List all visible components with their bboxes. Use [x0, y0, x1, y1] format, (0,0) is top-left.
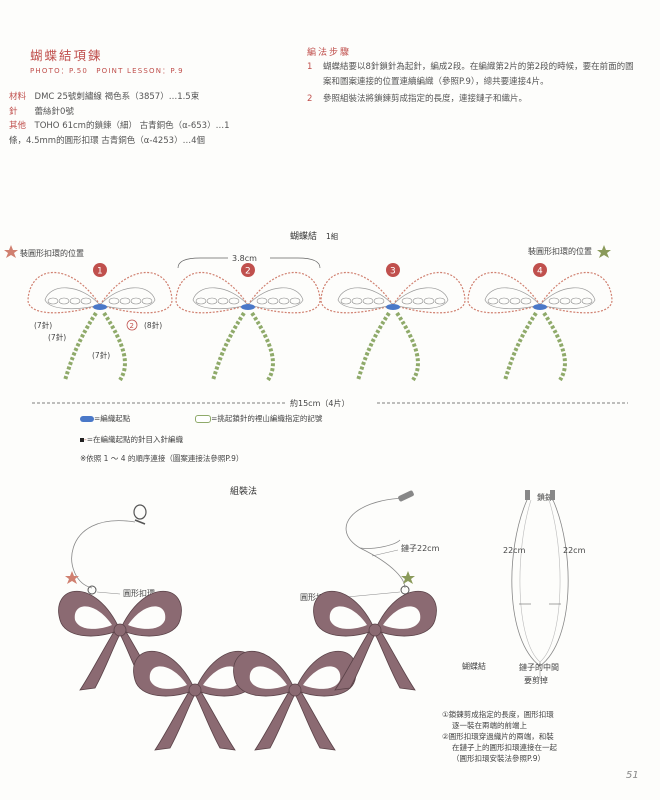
start-point-icon	[80, 416, 94, 422]
steps-heading: 編法步驟	[307, 48, 352, 58]
page-number: 51	[626, 770, 639, 781]
material-other: 其他 TOHO 61cm的鎖鍊（細） 古青銅色（α-653）…1	[9, 121, 230, 131]
bow-chart-2: 2	[175, 263, 321, 382]
material-yarn: 材料 DMC 25號刺繡線 褐色系（3857）…1.5束	[9, 92, 200, 102]
legend-row-2: -=在編織起點的針目入針編織	[80, 434, 183, 445]
photo-reference: PHOTO：P.50 POINT LESSON：P.9	[30, 67, 184, 75]
assembly-bows	[58, 590, 437, 751]
right-ring-icon	[400, 585, 410, 595]
stitch-label-4: (8針)	[144, 320, 162, 330]
chart-title: 蝴蝶結 1組	[290, 232, 339, 242]
legend-row-3: ※依照 1 ～ 4 的順序連接（圖案連接法參照P.9）	[80, 454, 244, 463]
assembly-diagram: 鏈子22cm 圓形扣環 圓形扣環 蝴蝶結 鎖鍊 22cm 22cm 鏈子的中間 …	[58, 490, 586, 751]
right-star-icon	[597, 245, 611, 258]
dim-3-8cm: 3.8cm	[232, 254, 257, 263]
left-ring-icon	[87, 585, 97, 595]
circled-2-label: 2	[130, 322, 134, 330]
left-ring-label: 裝圓形扣環的位置	[20, 248, 84, 258]
crochet-chart: 裝圓形扣環的位置 裝圓形扣環的位置 3.8cm 1 2 3 4 (7針) (7針) (…	[4, 245, 628, 408]
legend-row-1: =編織起點 =挑起鎖針的裡山編織指定的記號	[80, 413, 322, 424]
left-attach-star-icon	[65, 571, 79, 584]
chain-left-end-icon	[525, 490, 530, 500]
back-loop-icon	[195, 415, 212, 423]
bow-chart-1: 1	[27, 263, 173, 382]
arrow-mark-icon	[80, 438, 84, 442]
len-left-label: 22cm	[503, 546, 526, 555]
bow-chart-group: 1 2 3 4	[27, 263, 613, 382]
material-hook: 針 蕾絲針0號	[9, 106, 74, 117]
bow-chart-4: 4	[467, 263, 613, 382]
left-star-icon	[4, 245, 18, 258]
assembled-bow-4	[313, 590, 437, 691]
materials-list: 材料 DMC 25號刺繡線 褐色系（3857）…1.5束 針 蕾絲針0號 其他 …	[9, 90, 299, 148]
ring-left-label: 圓形扣環	[123, 588, 155, 598]
assembly-title: 組裝法	[230, 487, 258, 497]
right-ring-label: 裝圓形扣環的位置	[528, 246, 592, 256]
chain-22cm-label: 鏈子22cm	[401, 543, 440, 553]
dim-15cm: 約15cm（4片）	[290, 398, 349, 408]
bow-number-3: 3	[390, 267, 396, 277]
assembled-bow-3	[233, 650, 357, 751]
stitch-label-2: (7針)	[48, 332, 66, 342]
bow-number-2: 2	[245, 267, 251, 277]
bow-chart-3: 3	[320, 263, 466, 382]
cut-label: 要剪掉	[524, 675, 548, 685]
bow-number-1: 1	[97, 267, 103, 277]
bow-label: 蝴蝶結	[462, 661, 486, 671]
len-right-label: 22cm	[563, 546, 586, 555]
chain-top-label: 鎖鍊	[537, 492, 553, 502]
assembled-bow-2	[133, 650, 257, 751]
end-clasp-icon	[398, 490, 414, 502]
bow-number-4: 4	[537, 267, 543, 277]
right-attach-star-icon	[401, 571, 415, 584]
stitch-label-1: (7針)	[34, 320, 52, 330]
chain-right-end-icon	[550, 490, 555, 500]
pattern-title: 蝴蝶結項鍊	[30, 48, 103, 63]
stitch-label-3: (7針)	[92, 350, 110, 360]
clasp-icon	[133, 504, 147, 520]
material-other-cont: 條，4.5mm的圓形扣環 古青銅色（α-4253）…4個	[9, 135, 205, 146]
middle-label: 鏈子的中間	[519, 662, 559, 672]
ring-right-label: 圓形扣環	[300, 592, 332, 602]
assembly-notes: ①鎖鍊剪成指定的長度，圓形扣環 逐一裝在兩端的前端上 ②圓形扣環穿過織片的兩端，…	[442, 710, 557, 763]
